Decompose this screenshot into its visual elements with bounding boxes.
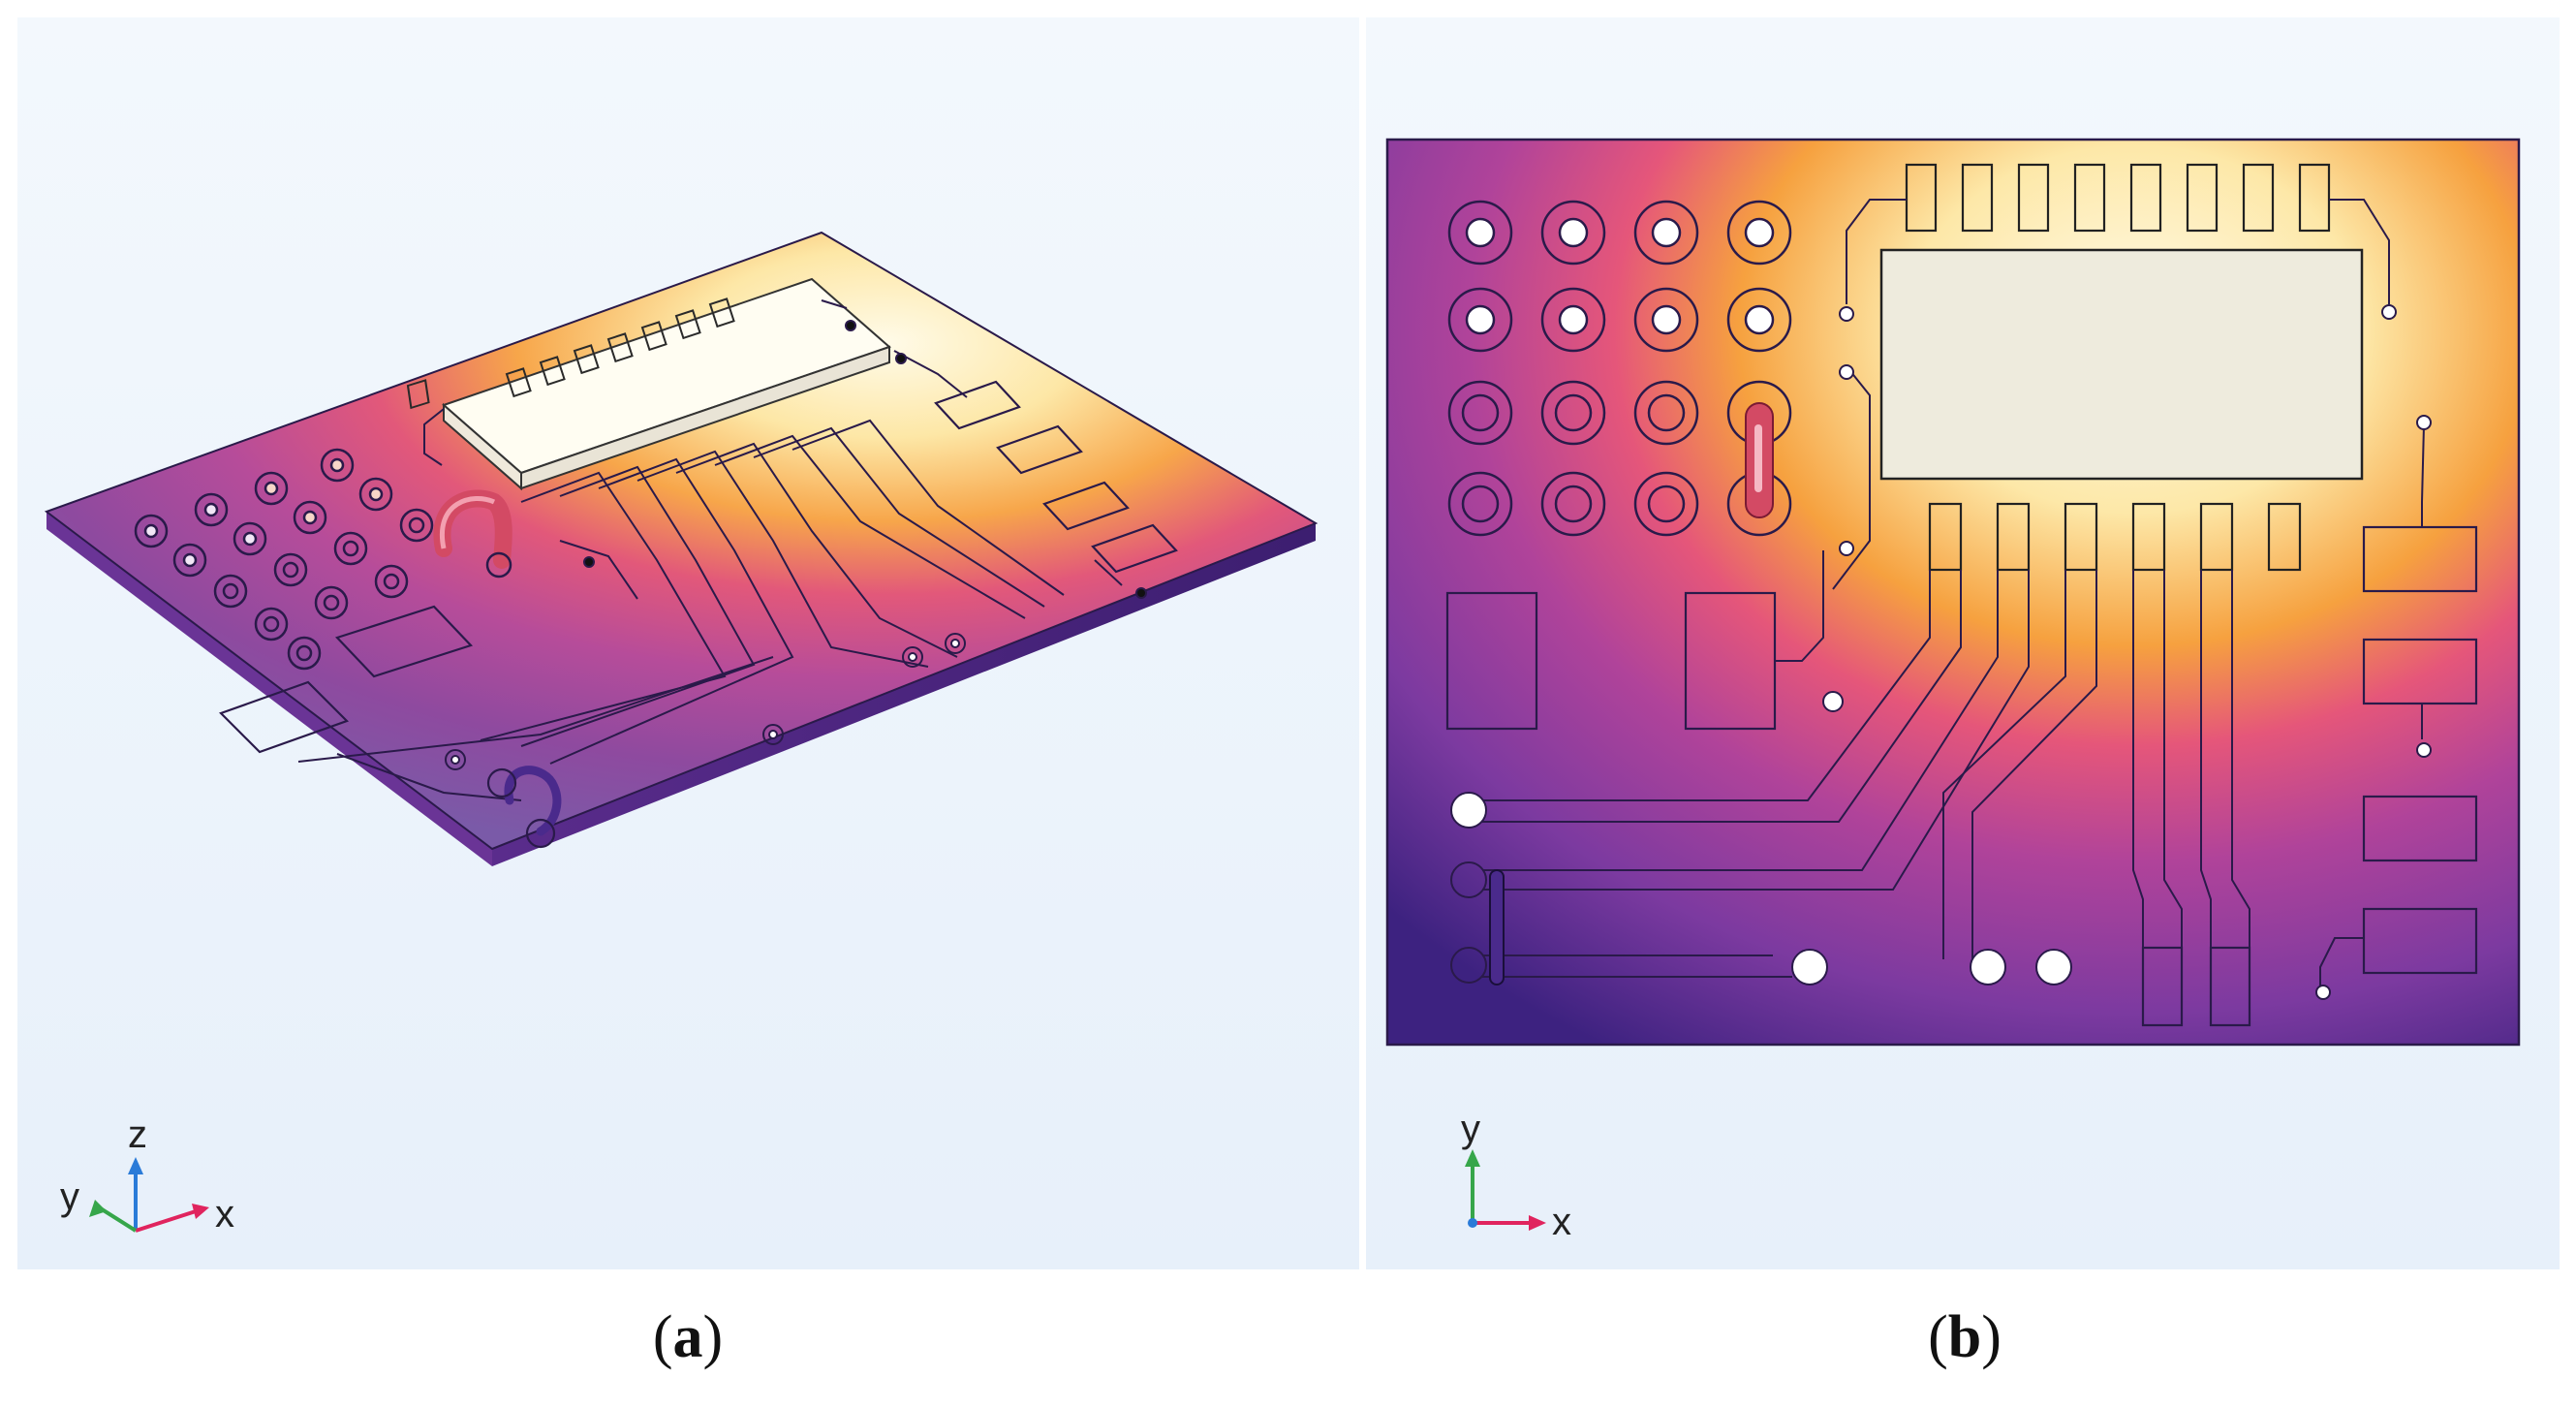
- board-front-edge: [492, 523, 1316, 866]
- small-vias: [445, 320, 1147, 770]
- wire-red-top: [1745, 402, 1774, 518]
- board-pads: [218, 380, 1178, 754]
- wire-blue-top: [1489, 869, 1505, 986]
- board-top-render: y x: [1385, 138, 2521, 1243]
- z-axis-label: z: [128, 1113, 147, 1156]
- board-traces: [1482, 199, 2425, 986]
- panel-a-3d-view: z x y: [17, 17, 1359, 1269]
- small-vias: [1450, 304, 2432, 1000]
- via-grid: [1447, 200, 1792, 537]
- board-3d-render: z x y: [44, 231, 1319, 1236]
- x-axis-arrow: [135, 1209, 197, 1233]
- y-axis-label: y: [60, 1175, 79, 1218]
- x-axis-label: x: [1552, 1201, 1571, 1243]
- chip-top-pads: [406, 297, 735, 410]
- chip-top-pads: [1905, 163, 2331, 233]
- panel-b-top-view: y x: [1366, 17, 2560, 1269]
- axis-triad-3d: z x y: [60, 1113, 234, 1236]
- wire-loop-blue: [486, 766, 562, 849]
- axis-triad-2d: y x: [1461, 1108, 1571, 1243]
- wire-loop-red: [433, 489, 512, 579]
- chip-bottom-pads: [1928, 502, 2302, 572]
- ic-chip: [442, 277, 891, 491]
- caption-a: (a): [652, 1304, 724, 1370]
- ic-chip-body: [1879, 248, 2364, 481]
- board-pads: [1445, 525, 2478, 1027]
- x-axis-label: x: [215, 1193, 234, 1236]
- z-axis-dot: [1468, 1218, 1477, 1228]
- via-ring-grid: [134, 448, 434, 671]
- y-axis-label: y: [1461, 1108, 1480, 1150]
- caption-b: (b): [1928, 1304, 2002, 1370]
- board-left-edge: [47, 512, 492, 866]
- board-traces: [297, 299, 1123, 801]
- board-top-surface: [44, 231, 1319, 851]
